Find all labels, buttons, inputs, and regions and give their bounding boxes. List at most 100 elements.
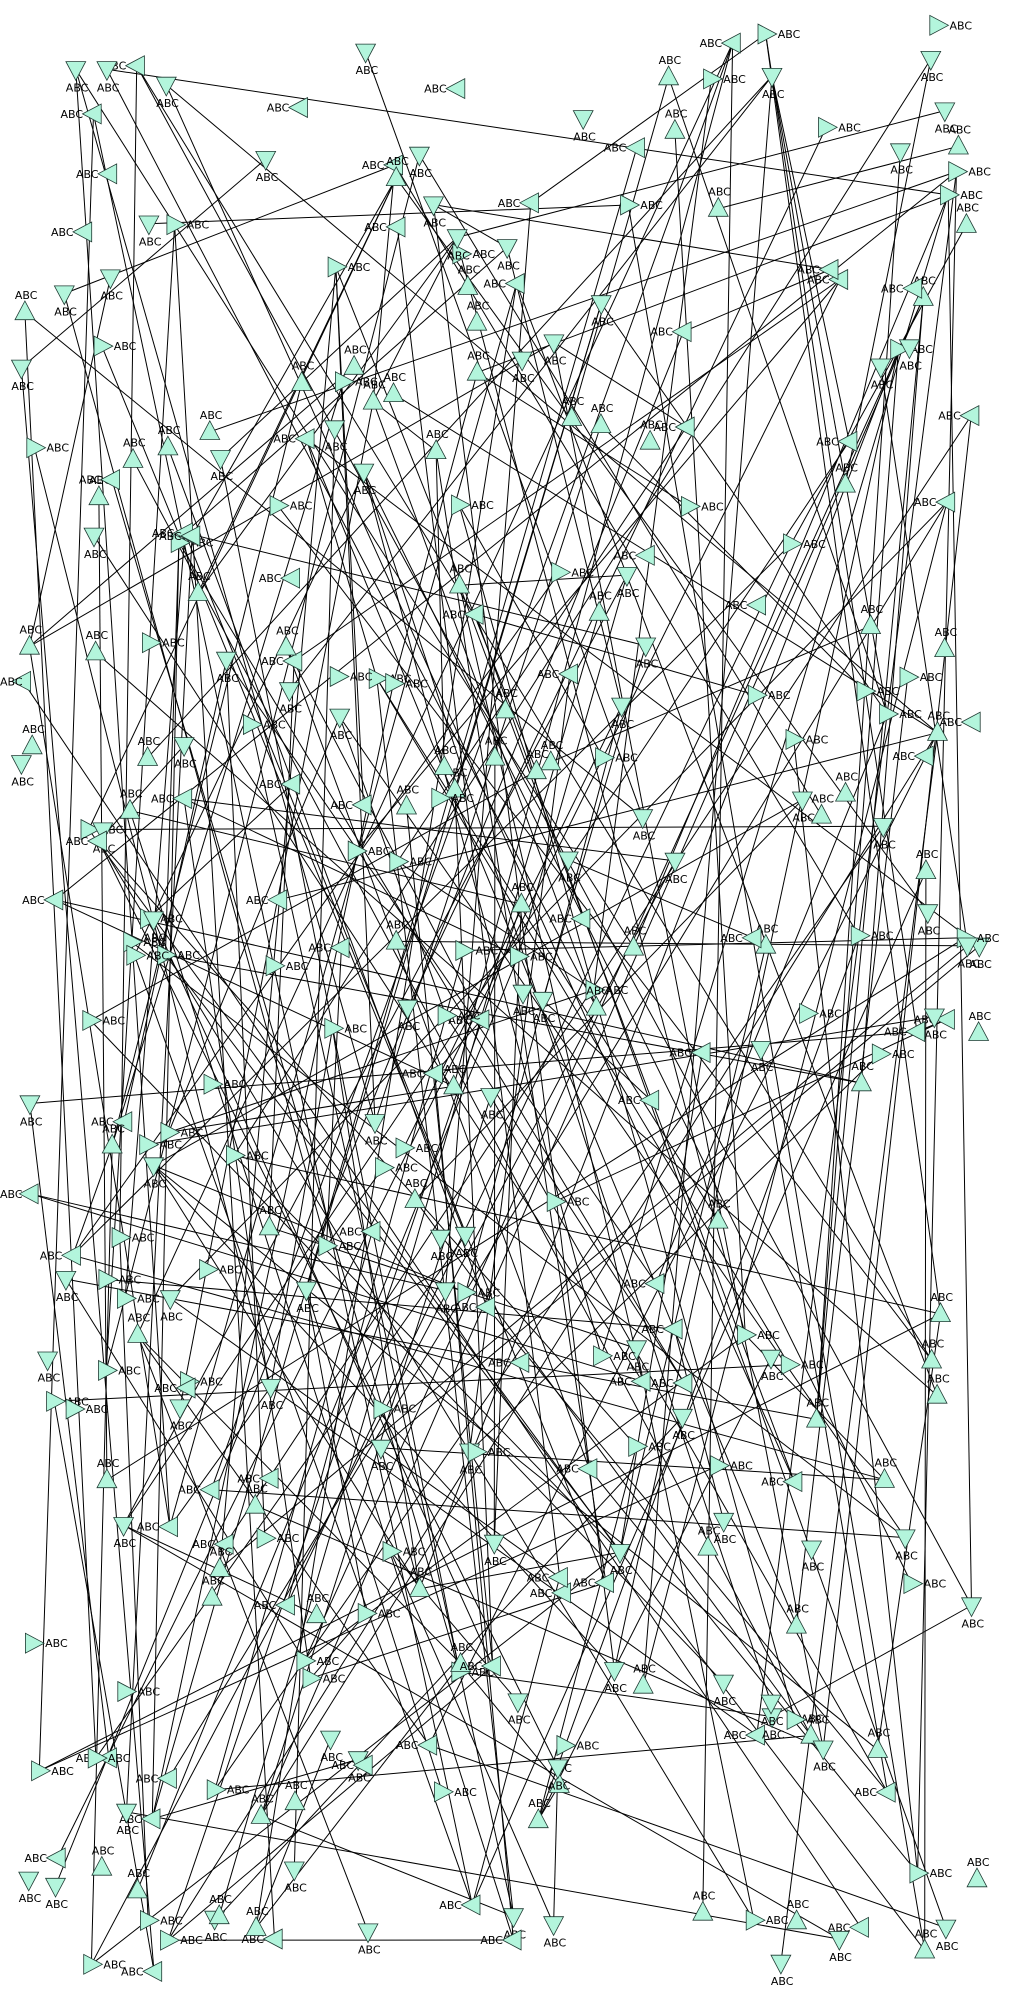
graph-node[interactable]: ABC (955, 202, 979, 233)
graph-node[interactable]: ABC (402, 1062, 443, 1084)
graph-node[interactable]: ABC (18, 1871, 42, 1905)
graph-node[interactable]: ABC (611, 697, 635, 731)
graph-node[interactable]: ABC (85, 629, 109, 661)
graph-node[interactable]: ABC (855, 1781, 896, 1803)
graph-node[interactable]: ABC (169, 1399, 193, 1433)
graph-node[interactable]: ABC (669, 1042, 711, 1064)
graph-node[interactable]: ABC (117, 1287, 160, 1309)
graph-node[interactable]: ABC (454, 1296, 496, 1318)
graph-node[interactable]: ABC (914, 1927, 938, 1959)
graph-node[interactable]: ABC (308, 937, 350, 959)
graph-node[interactable]: ABC (126, 944, 170, 966)
graph-node[interactable]: ABC (556, 1458, 598, 1480)
graph-node[interactable]: ABC (509, 945, 553, 967)
graph-node[interactable]: ABC (761, 1471, 803, 1493)
graph-node[interactable]: ABC (452, 243, 496, 265)
graph-node[interactable]: ABC (654, 416, 695, 438)
graph-node[interactable]: ABC (573, 1572, 614, 1594)
graph-node[interactable]: ABC (83, 527, 107, 561)
graph-node[interactable]: ABC (760, 1349, 784, 1383)
graph-node[interactable]: ABC (923, 1008, 947, 1042)
graph-node[interactable]: ABC (467, 1441, 511, 1463)
graph-node[interactable]: ABC (903, 1573, 947, 1595)
graph-node[interactable]: ABC (797, 258, 839, 281)
graph-node[interactable]: ABC (347, 840, 391, 862)
graph-node[interactable]: ABC (527, 1797, 551, 1829)
graph-node[interactable]: ABC (18, 624, 43, 655)
graph-node[interactable]: ABC (590, 295, 614, 329)
graph-node[interactable]: ABC (451, 494, 495, 516)
graph-node[interactable]: ABC (93, 335, 137, 357)
graph-node[interactable]: ABC (273, 428, 315, 450)
graph-node[interactable]: ABC (119, 788, 143, 819)
graph-node[interactable]: ABC (187, 570, 211, 601)
graph-node[interactable]: ABC (122, 437, 146, 468)
graph-node[interactable]: ABC (593, 1345, 637, 1367)
graph-node[interactable]: ABC (664, 108, 688, 139)
graph-node[interactable]: ABC (507, 1693, 531, 1727)
graph-node[interactable]: ABC (760, 1694, 784, 1728)
graph-node[interactable]: ABC (334, 371, 378, 393)
graph-node[interactable]: ABC (324, 1017, 368, 1039)
graph-node[interactable]: ABC (894, 1529, 918, 1563)
graph-node[interactable]: ABC (306, 1592, 330, 1624)
graph-node[interactable]: ABC (620, 194, 664, 216)
graph-node[interactable]: ABC (259, 567, 301, 589)
graph-node[interactable]: ABC (697, 1524, 721, 1556)
graph-node[interactable]: ABC (404, 1177, 428, 1208)
graph-node[interactable]: ABC (79, 469, 120, 491)
graph-node[interactable]: ABC (658, 54, 682, 86)
graph-node[interactable]: ABC (707, 1197, 731, 1229)
graph-node[interactable]: ABC (237, 1467, 279, 1489)
graph-node[interactable]: ABC (431, 787, 475, 809)
graph-node[interactable]: ABC (893, 745, 934, 767)
graph-node[interactable]: ABC (929, 14, 973, 36)
graph-node[interactable]: ABC (209, 450, 234, 484)
graph-node[interactable]: ABC (915, 848, 939, 879)
graph-node[interactable]: ABC (807, 268, 849, 291)
graph-node[interactable]: ABC (121, 1960, 163, 1982)
graph-node[interactable]: ABC (385, 672, 429, 695)
graph-node[interactable]: ABC (439, 1894, 481, 1916)
graph-node[interactable]: ABC (10, 359, 34, 393)
graph-node[interactable]: ABC (373, 1398, 417, 1420)
graph-node[interactable]: ABC (940, 711, 981, 733)
graph-node[interactable]: ABC (357, 1602, 401, 1624)
graph-node[interactable]: ABC (22, 889, 64, 911)
graph-node[interactable]: ABC (143, 1157, 167, 1191)
graph-node[interactable]: ABC (834, 461, 858, 493)
graph-node[interactable]: ABC (61, 103, 102, 125)
graph-node[interactable]: ABC (724, 1724, 765, 1746)
graph-node[interactable]: ABC (295, 1281, 319, 1315)
graph-node[interactable]: ABC (443, 1063, 467, 1095)
graph-node[interactable]: ABC (609, 1370, 651, 1392)
graph-node[interactable]: ABC (101, 1122, 125, 1154)
graph-node[interactable]: ABC (141, 632, 185, 654)
graph-node[interactable]: ABC (466, 300, 490, 331)
graph-node[interactable]: ABC (355, 43, 379, 77)
graph-node[interactable]: ABC (884, 1021, 926, 1043)
graph-node[interactable]: ABC (549, 908, 591, 930)
graph-node[interactable]: ABC (166, 214, 210, 236)
graph-node[interactable]: ABC (623, 924, 647, 956)
graph-node[interactable]: ABC (0, 670, 32, 692)
graph-node[interactable]: ABC (364, 1114, 388, 1148)
graph-node[interactable]: ABC (632, 1663, 656, 1694)
graph-node[interactable]: ABC (712, 1674, 737, 1708)
graph-node[interactable]: ABC (604, 137, 645, 159)
graph-node[interactable]: ABC (255, 150, 279, 184)
graph-node[interactable]: ABC (750, 1041, 774, 1074)
graph-node[interactable]: ABC (302, 1667, 346, 1689)
graph-node[interactable]: ABC (19, 1095, 43, 1129)
graph-node[interactable]: ABC (496, 239, 520, 273)
graph-node[interactable]: ABC (457, 1281, 501, 1303)
graph-node[interactable]: ABC (484, 272, 525, 295)
graph-node[interactable]: ABC (199, 1258, 243, 1281)
graph-node[interactable]: ABC (375, 1157, 419, 1179)
graph-node[interactable]: ABC (291, 360, 315, 391)
graph-node[interactable]: ABC (791, 791, 815, 825)
graph-node[interactable]: ABC (44, 1877, 69, 1911)
graph-node[interactable]: ABC (546, 1191, 590, 1213)
graph-node[interactable]: ABC (259, 773, 301, 795)
graph-node[interactable]: ABC (159, 1290, 183, 1324)
